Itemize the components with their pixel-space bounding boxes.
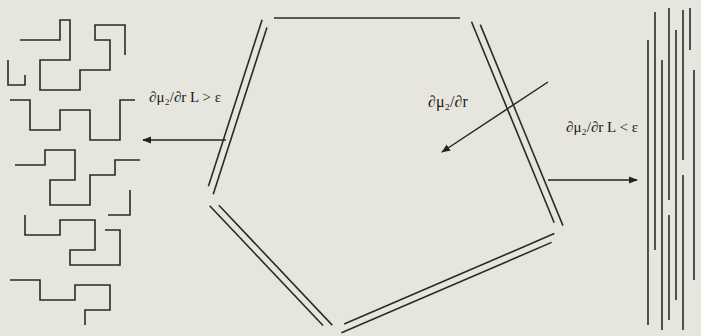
chain-segment	[472, 22, 555, 223]
arrows	[143, 82, 637, 180]
pentagon-double-lines	[205, 12, 565, 336]
gradient-label: ∂μ₂/∂r	[428, 92, 468, 112]
chain-segment	[210, 206, 323, 326]
folded-chains	[8, 20, 140, 325]
pentagon-outline: ∂μ₂/∂r	[205, 12, 565, 336]
condition-label: ∂μ₂/∂r L > ε	[148, 88, 222, 108]
condition-label: ∂μ₂/∂r L < ε	[565, 118, 639, 138]
chain-segment	[213, 28, 267, 195]
chain-segment	[341, 242, 551, 332]
chain-segment	[344, 234, 554, 324]
chain-segment	[219, 205, 332, 325]
aligned-chains	[648, 8, 694, 330]
chain-segment	[480, 25, 563, 226]
chain-segment	[274, 17, 460, 19]
